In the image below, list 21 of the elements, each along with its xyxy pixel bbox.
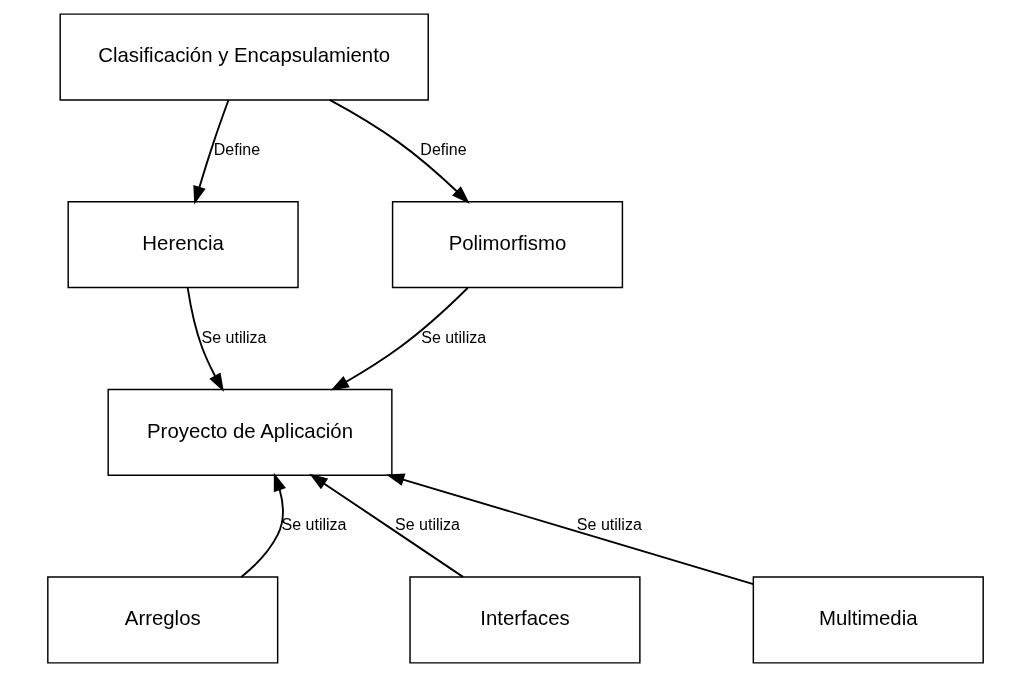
- edge-label: Define: [213, 140, 261, 158]
- arrow: [330, 287, 469, 391]
- edge-label: Define: [420, 140, 467, 158]
- arrow: [193, 99, 230, 205]
- node-box: Proyecto de Aplicación: [107, 388, 393, 476]
- node-box: Clasificación y Encapsulamiento: [59, 13, 429, 101]
- arrow: [186, 286, 224, 392]
- edge-label: Se utiliza: [421, 328, 487, 346]
- edge-label: Se utiliza: [395, 516, 460, 534]
- node-box: Multimedia: [752, 576, 984, 664]
- node-box: Herencia: [67, 201, 299, 289]
- edge-label: Se utiliza: [576, 516, 642, 534]
- arrow: [328, 99, 470, 204]
- node-box: Arreglos: [47, 576, 279, 664]
- edge-label: Se utiliza: [281, 516, 347, 534]
- arrow: [309, 473, 464, 578]
- edge-label: Se utiliza: [201, 328, 267, 346]
- node-box: Interfaces: [409, 576, 641, 664]
- node-box: Polimorfismo: [391, 201, 624, 289]
- arrow: [386, 473, 755, 586]
- arrow: [240, 472, 286, 578]
